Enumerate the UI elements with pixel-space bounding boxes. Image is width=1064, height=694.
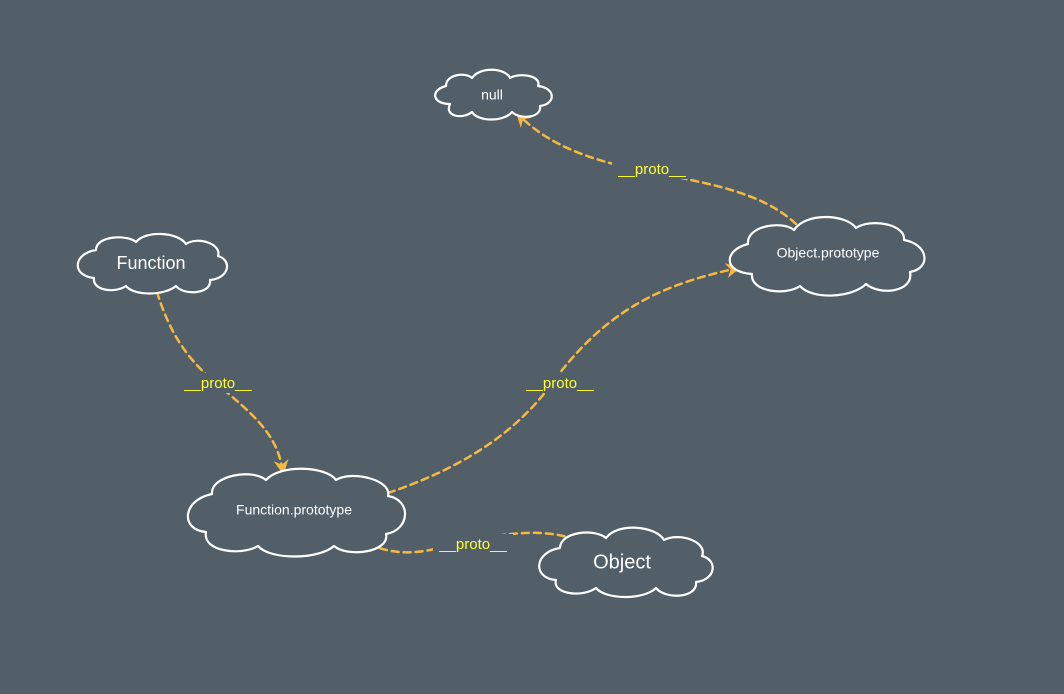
edge-label-text: __proto__ <box>525 375 594 392</box>
edge-label-object-to-function-prototype: __proto__ <box>433 534 513 554</box>
edge-label-object-prototype-to-null: __proto__ <box>612 159 692 179</box>
node-label: Object <box>593 551 651 573</box>
node-function[interactable]: Function <box>76 232 228 295</box>
node-label: null <box>481 87 503 103</box>
node-label: Function <box>116 253 185 273</box>
node-object-prototype[interactable]: Object.prototype <box>728 216 926 297</box>
edge-label-text: __proto__ <box>438 536 507 553</box>
edge-labels: __proto__ __proto__ __proto__ __proto__ <box>178 159 692 554</box>
edge-label-function-to-function-prototype: __proto__ <box>178 373 258 393</box>
node-label: Object.prototype <box>777 245 880 261</box>
node-object[interactable]: Object <box>538 526 714 598</box>
node-function-prototype[interactable]: Function.prototype <box>186 467 407 558</box>
node-label: Function.prototype <box>236 502 352 518</box>
edge-function-to-function-prototype <box>155 290 289 475</box>
node-null[interactable]: null <box>434 68 553 121</box>
edge-label-text: __proto__ <box>183 375 252 392</box>
edge-label-function-prototype-to-object-prototype: __proto__ <box>520 373 600 393</box>
edge-label-text: __proto__ <box>617 161 686 178</box>
